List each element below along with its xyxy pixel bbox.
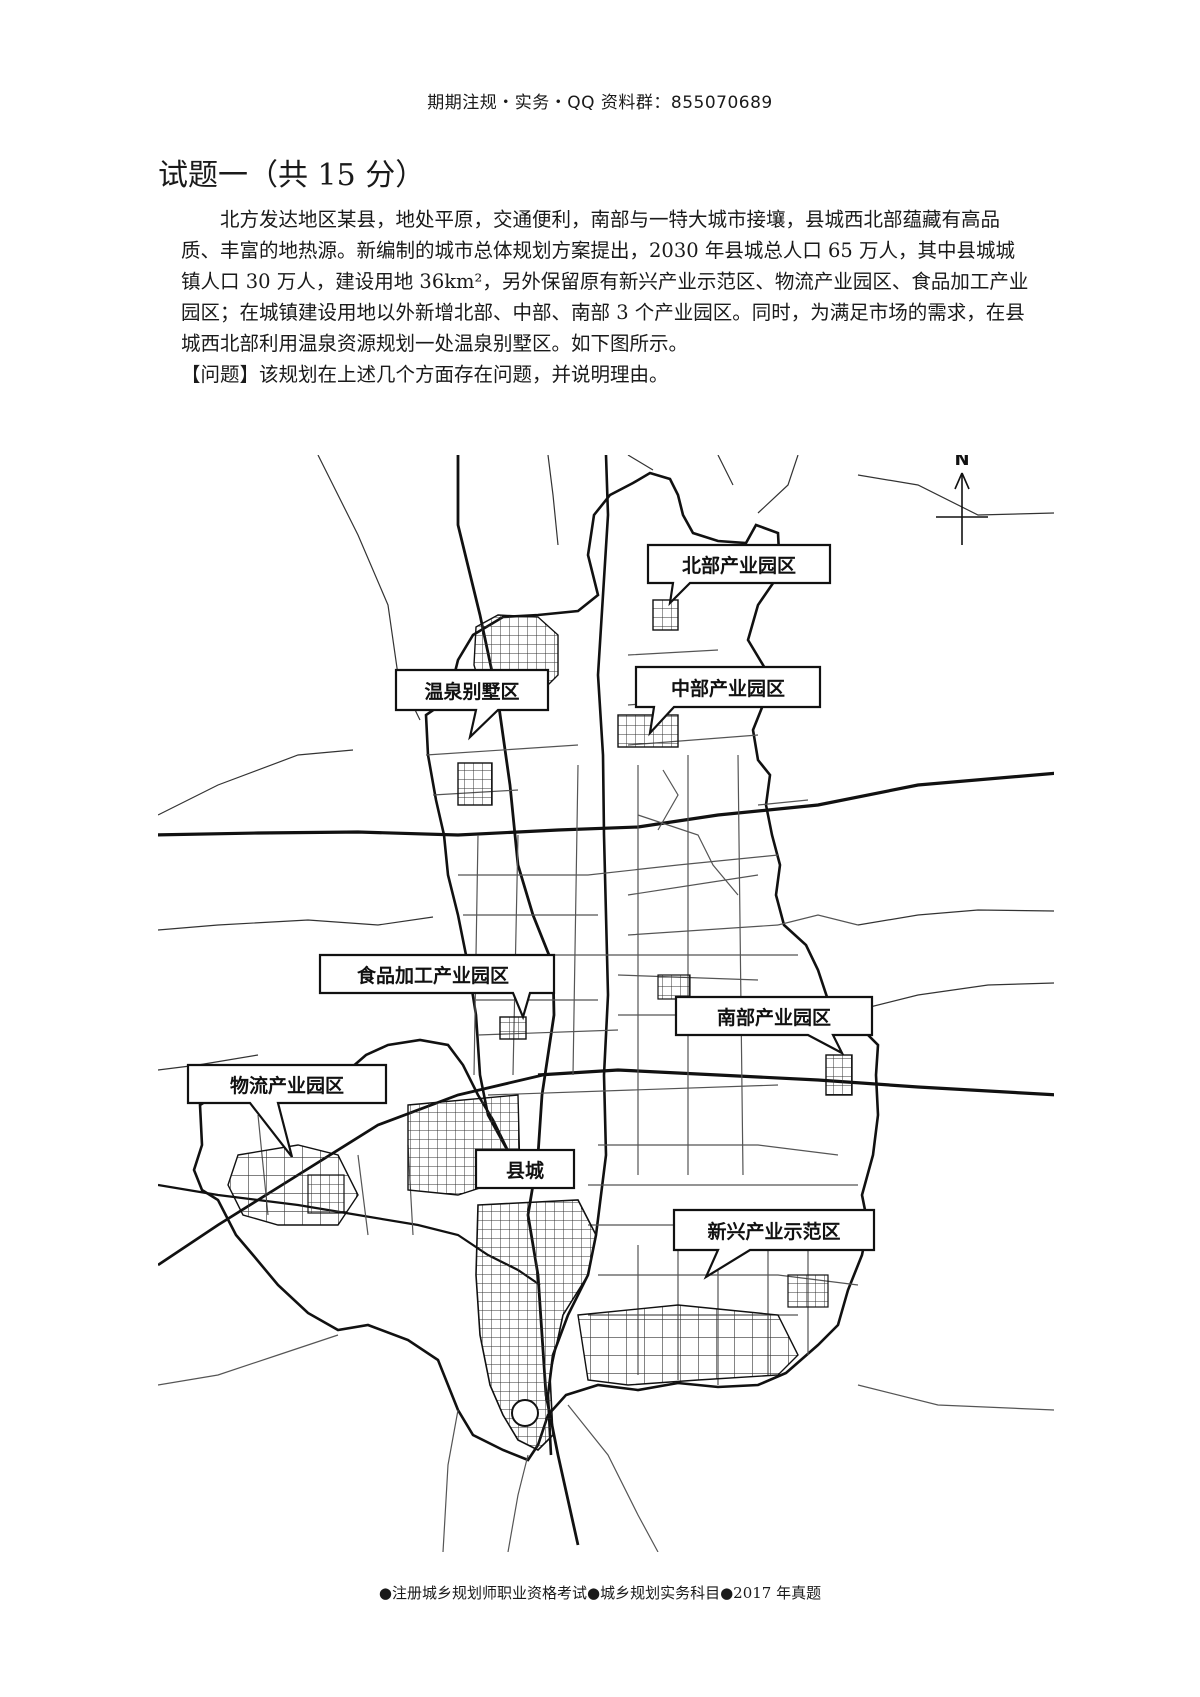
callout-county-town: 县城 bbox=[474, 1148, 576, 1190]
south-park-block bbox=[825, 1054, 853, 1096]
callout-middle-park: 中部产业园区 bbox=[634, 665, 822, 737]
hot-spring-block bbox=[457, 762, 493, 806]
highway-south bbox=[537, 1068, 1054, 1097]
food-park-block bbox=[499, 1016, 527, 1040]
north-park-block bbox=[652, 599, 679, 631]
county-town-grid bbox=[475, 1199, 597, 1451]
callout-logistics-park: 物流产业园区 bbox=[186, 1063, 388, 1158]
north-label: N bbox=[954, 455, 969, 470]
new-demo-grid bbox=[577, 1304, 799, 1386]
label-new-demo: 新兴产业示范区 bbox=[707, 1220, 840, 1243]
question-paragraph: 北方发达地区某县，地处平原，交通便利，南部与一特大城市接壤，县城西北部蕴藏有高品… bbox=[181, 208, 1029, 355]
expressway bbox=[546, 455, 610, 1456]
label-north-park: 北部产业园区 bbox=[682, 554, 796, 577]
middle-park-block bbox=[617, 714, 679, 748]
page-footer: ●注册城乡规划师职业资格考试●城乡规划实务科目●2017 年真题 bbox=[378, 1584, 822, 1602]
east-block bbox=[657, 974, 691, 1000]
label-south-park: 南部产业园区 bbox=[717, 1006, 831, 1029]
callout-new-demo: 新兴产业示范区 bbox=[672, 1208, 876, 1280]
label-logistics-park: 物流产业园区 bbox=[230, 1074, 344, 1097]
label-hot-spring: 温泉别墅区 bbox=[424, 680, 519, 703]
callout-food-park: 食品加工产业园区 bbox=[318, 953, 556, 1021]
highway-east-west bbox=[158, 771, 1054, 837]
demo-block-east bbox=[787, 1274, 829, 1308]
callout-north-park: 北部产业园区 bbox=[646, 543, 832, 607]
north-arrow: N bbox=[936, 455, 988, 545]
label-county-town: 县城 bbox=[506, 1159, 544, 1182]
page-header: 期期注规・实务・QQ 资料群：855070689 bbox=[427, 93, 773, 113]
planning-map: N 北部产业园区 温泉别墅区 中部产业园区 食品加工产业园区 南部产业园区 物流… bbox=[158, 455, 1054, 1552]
logistics-block-east bbox=[307, 1174, 345, 1214]
question-prompt: 【问题】该规划在上述几个方面存在问题，并说明理由。 bbox=[181, 363, 669, 386]
roundabout bbox=[511, 1399, 539, 1427]
label-food-park: 食品加工产业园区 bbox=[357, 964, 509, 987]
callout-hot-spring: 温泉别墅区 bbox=[394, 668, 550, 741]
callout-south-park: 南部产业园区 bbox=[674, 995, 874, 1056]
label-middle-park: 中部产业园区 bbox=[671, 677, 785, 700]
question-body: 北方发达地区某县，地处平原，交通便利，南部与一特大城市接壤，县城西北部蕴藏有高品… bbox=[181, 204, 1031, 390]
question-title: 试题一（共 15 分） bbox=[158, 158, 426, 193]
